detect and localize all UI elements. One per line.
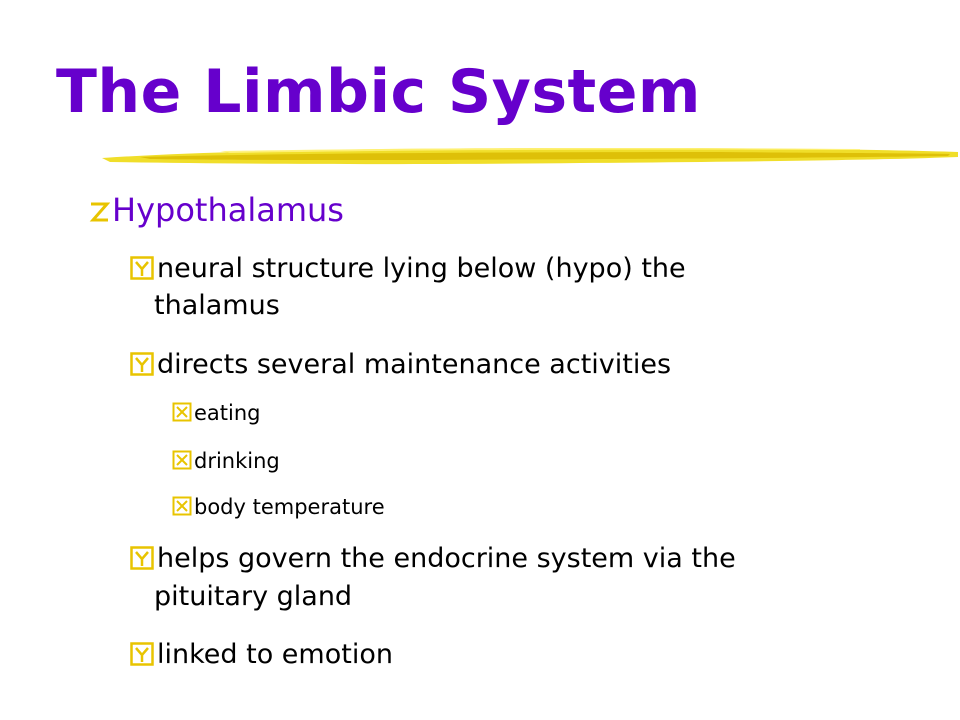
list-item: neural structure lying below (hypo) the <box>130 250 686 288</box>
sub-list-item: drinking <box>172 448 280 473</box>
sub-list-item: body temperature <box>172 494 385 519</box>
sub-list-item-text: drinking <box>194 449 280 473</box>
list-item-text: linked to emotion <box>157 639 393 670</box>
slide-title: The Limbic System <box>56 57 701 127</box>
list-item-continuation: pituitary gland <box>154 581 353 612</box>
list-item-text: directs several maintenance activities <box>157 349 672 380</box>
z-bullet-icon <box>88 199 110 223</box>
x-bullet-icon <box>172 402 192 422</box>
y-bullet-icon <box>130 546 154 570</box>
sub-list-item: eating <box>172 400 261 425</box>
list-item: helps govern the endocrine system via th… <box>130 540 736 578</box>
x-bullet-icon <box>172 496 192 516</box>
heading-text: Hypothalamus <box>112 191 344 229</box>
y-bullet-icon <box>130 352 154 376</box>
list-item-text: helps govern the endocrine system via th… <box>157 543 736 574</box>
y-bullet-icon <box>130 642 154 666</box>
list-item-continuation: thalamus <box>154 290 280 321</box>
heading-hypothalamus: Hypothalamus <box>88 191 344 229</box>
x-bullet-icon <box>172 450 192 470</box>
sub-list-item-text: body temperature <box>194 495 385 519</box>
sub-list-item-text: eating <box>194 401 261 425</box>
list-item: linked to emotion <box>130 636 393 674</box>
list-item: directs several maintenance activities <box>130 346 671 384</box>
y-bullet-icon <box>130 256 154 280</box>
title-underline-brushstroke <box>102 147 958 165</box>
list-item-text: neural structure lying below (hypo) the <box>157 253 686 284</box>
